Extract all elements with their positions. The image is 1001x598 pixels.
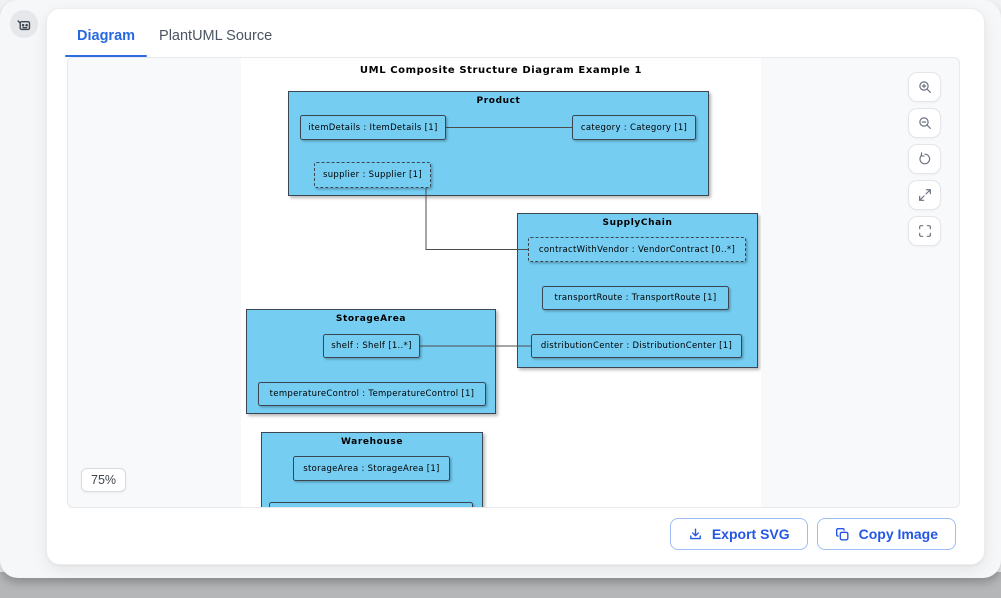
copy-icon <box>835 527 850 542</box>
uml-part: itemDetails : ItemDetails [1] <box>300 115 446 140</box>
copy-image-label: Copy Image <box>858 526 938 542</box>
assistant-button[interactable] <box>10 10 38 38</box>
uml-part: shelf : Shelf [1..*] <box>323 334 420 358</box>
uml-part: contractWithVendor : VendorContract [0..… <box>528 237 746 262</box>
reset-view-button[interactable] <box>908 144 941 174</box>
uml-container-title: Warehouse <box>340 437 404 447</box>
fullscreen-button[interactable] <box>908 216 941 246</box>
uml-part: supplier : Supplier [1] <box>314 162 431 188</box>
zoom-level-badge: 75% <box>81 468 127 492</box>
uml-container-title: Product <box>476 96 521 106</box>
zoom-out-button[interactable] <box>908 108 941 138</box>
uml-part: storageArea : StorageArea [1] <box>293 456 450 481</box>
uml-container-title: StorageArea <box>335 314 407 324</box>
uml-part: transportRoute : TransportRoute [1] <box>542 286 729 310</box>
expand-icon <box>917 187 933 203</box>
tab-diagram[interactable]: Diagram <box>65 20 148 57</box>
diagram-title: UML Composite Structure Diagram Example … <box>359 65 643 76</box>
zoom-toolbar <box>908 72 941 246</box>
zoom-in-icon <box>917 79 933 95</box>
uml-part: distributionCenter : DistributionCenter … <box>531 334 742 358</box>
viewer-card: Diagram PlantUML Source UML Composite St… <box>46 8 985 565</box>
zoom-in-button[interactable] <box>908 72 941 102</box>
uml-connector <box>425 188 528 250</box>
tab-plantuml-source[interactable]: PlantUML Source <box>147 20 284 57</box>
uml-part: temperatureControl : TemperatureControl … <box>258 382 486 406</box>
robot-icon <box>16 16 33 33</box>
app-window: Diagram PlantUML Source UML Composite St… <box>0 0 1001 578</box>
uml-container-title: SupplyChain <box>602 218 673 228</box>
export-svg-label: Export SVG <box>711 526 790 542</box>
footer-actions: Export SVG Copy Image <box>669 518 956 550</box>
diagram-viewport[interactable]: UML Composite Structure Diagram Example … <box>67 57 960 508</box>
fullscreen-icon <box>917 223 933 239</box>
uml-part <box>269 502 473 507</box>
export-svg-button[interactable]: Export SVG <box>669 518 808 550</box>
uml-part: category : Category [1] <box>572 115 696 140</box>
copy-image-button[interactable]: Copy Image <box>816 518 956 550</box>
tab-bar: Diagram PlantUML Source <box>65 9 284 57</box>
reset-view-icon <box>917 151 933 167</box>
diagram-paper: UML Composite Structure Diagram Example … <box>241 58 761 507</box>
expand-button[interactable] <box>908 180 941 210</box>
zoom-out-icon <box>917 115 933 131</box>
download-icon <box>688 527 703 542</box>
